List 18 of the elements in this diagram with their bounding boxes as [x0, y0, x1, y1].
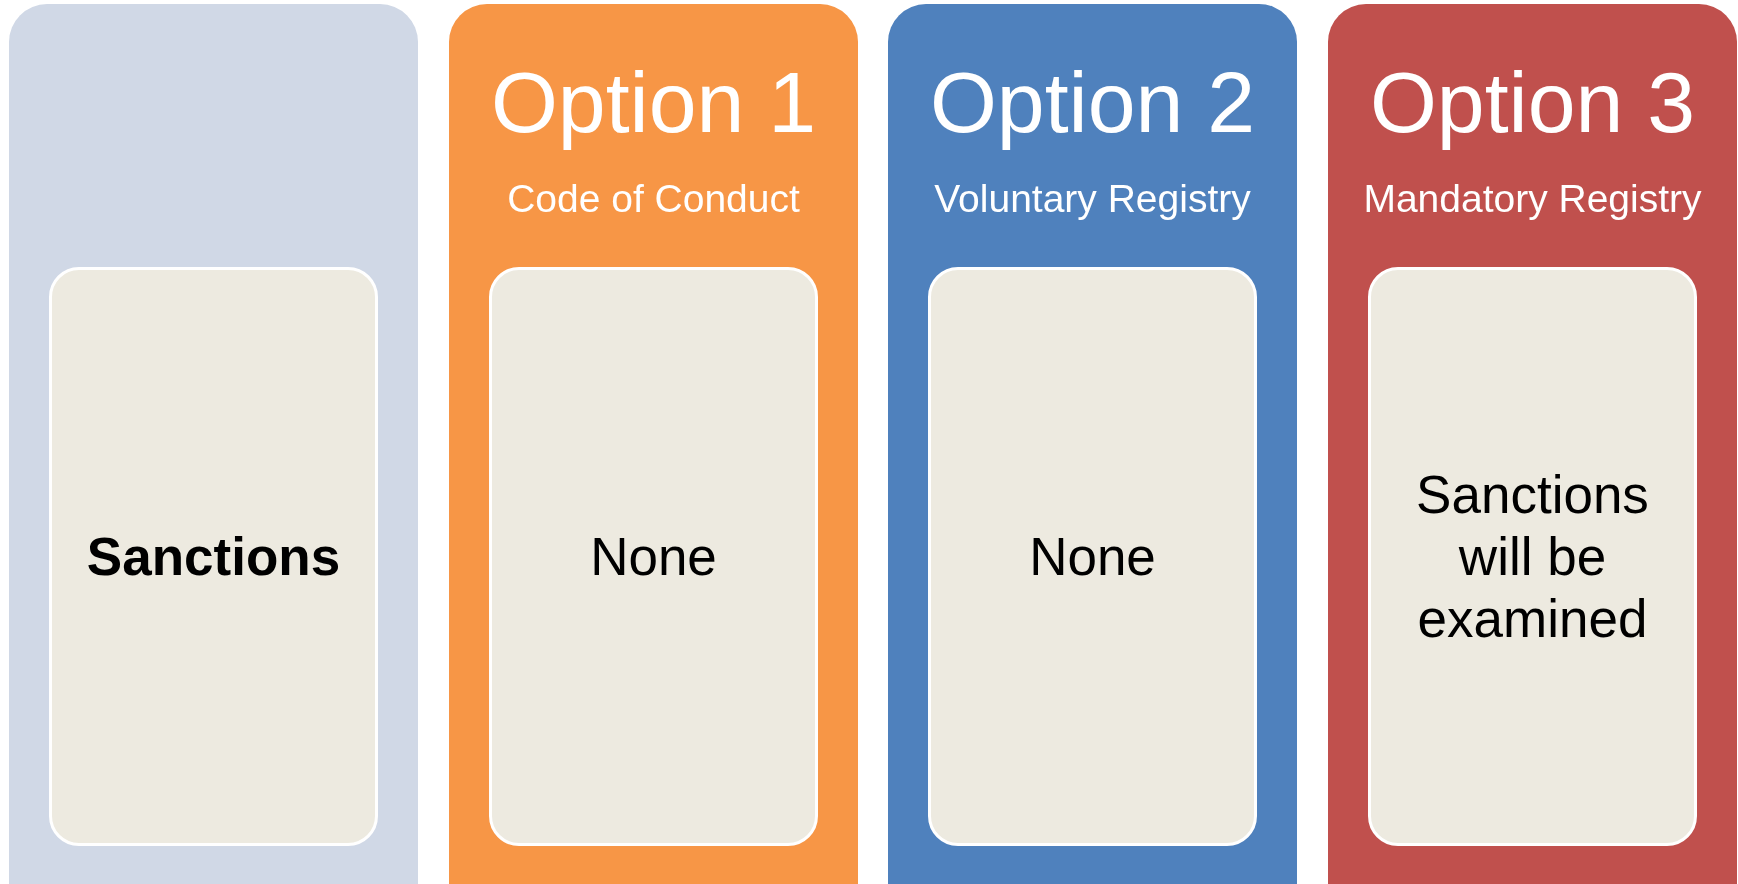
option-column: [449, 4, 858, 884]
option-heading: Option 3: [1368, 53, 1697, 152]
option-subtitle: Voluntary Registry: [933, 176, 1252, 222]
content-card: [1368, 267, 1697, 846]
option-subtitle: Code of Conduct: [506, 176, 801, 222]
option-column: [888, 4, 1297, 884]
option-heading: Option 1: [489, 53, 818, 152]
option-column: [9, 4, 418, 884]
option-heading: Option 2: [928, 53, 1257, 152]
content-card: [489, 267, 818, 846]
content-card: [928, 267, 1257, 846]
card-text: Sanctions will be examined: [1415, 463, 1650, 650]
option-column: [1328, 4, 1737, 884]
card-text: None: [1028, 525, 1157, 588]
card-text: None: [589, 525, 718, 588]
content-card: [49, 267, 378, 846]
card-text: Sanctions: [85, 525, 342, 588]
option-subtitle: Mandatory Registry: [1362, 176, 1703, 222]
